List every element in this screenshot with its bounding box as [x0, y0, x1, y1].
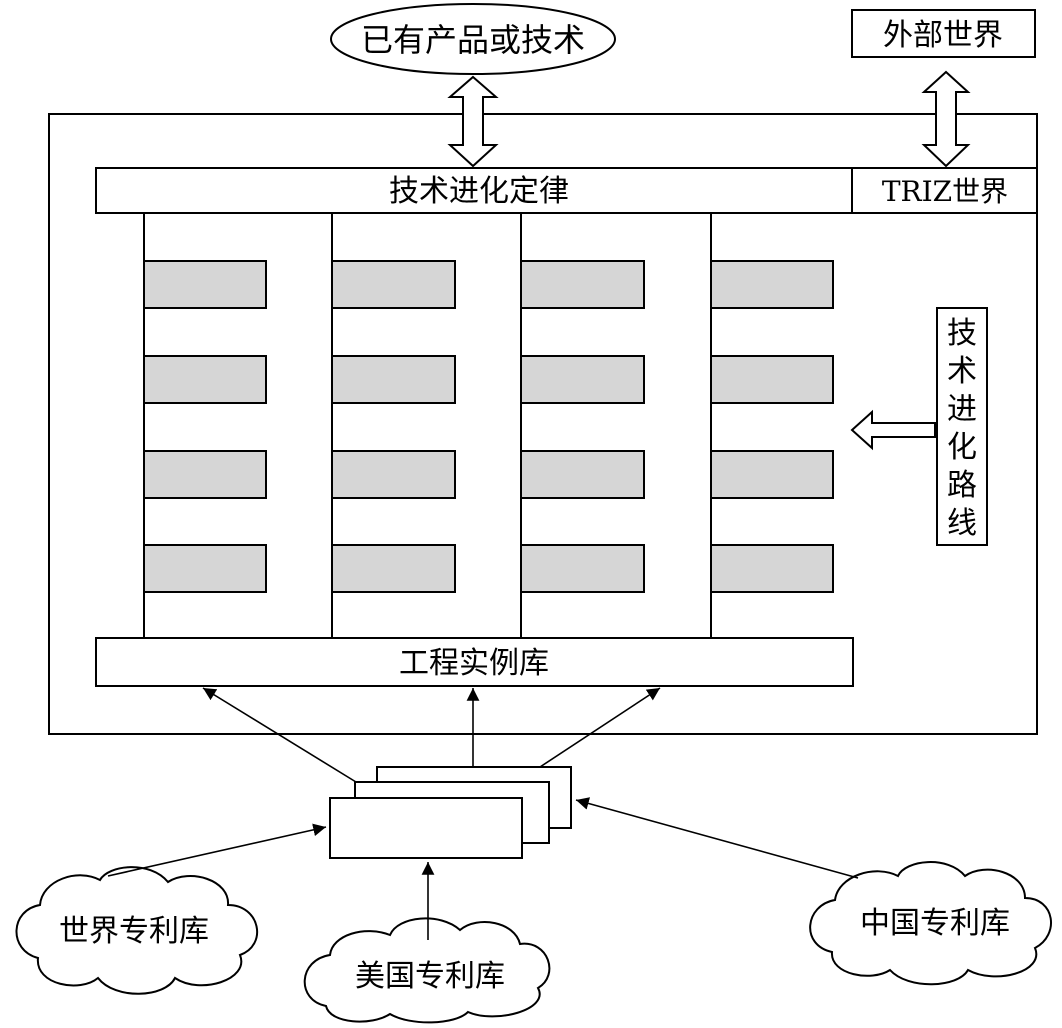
evolution-block [520, 355, 645, 404]
cloud-world-patents [15, 866, 258, 995]
evolution-block [331, 355, 456, 404]
route-char: 化 [947, 430, 977, 465]
route-char: 术 [947, 354, 977, 389]
case-library-label: 工程实例库 [399, 646, 549, 681]
double-arrow-outside [921, 70, 971, 168]
case-library-bar [95, 637, 854, 687]
evolution-laws-bar [95, 167, 853, 214]
evolution-block [710, 450, 834, 499]
arrow-world-to-docs [107, 823, 327, 877]
cloud-cn-patents [809, 861, 1052, 986]
evolution-block [143, 450, 267, 499]
route-char: 路 [947, 468, 977, 503]
world-patents-label: 世界专利库 [59, 914, 209, 949]
evolution-block [710, 355, 834, 404]
patent-doc-front [329, 797, 523, 859]
evolution-block [143, 260, 267, 309]
evolution-block [331, 260, 456, 309]
evolution-block [520, 450, 645, 499]
route-char: 线 [947, 506, 977, 541]
evolution-route-box [936, 307, 988, 546]
route-char: 技 [947, 316, 977, 351]
evolution-block [710, 544, 834, 593]
evolution-laws-label: 技术进化定律 [389, 174, 569, 209]
cn-patents-label: 中国专利库 [860, 906, 1010, 941]
route-left-arrow [850, 409, 936, 451]
evolution-block [331, 544, 456, 593]
triz-world-label: TRIZ世界 [882, 175, 1008, 208]
existing-tech-label: 已有产品或技术 [361, 21, 585, 59]
arrow-to-cases-left [202, 687, 357, 783]
evolution-block [331, 450, 456, 499]
evolution-block [143, 544, 267, 593]
evolution-block [710, 260, 834, 309]
outside-world-box [851, 9, 1036, 58]
cloud-us-patents [303, 917, 551, 1024]
existing-tech-ellipse [330, 3, 616, 75]
evolution-block [520, 260, 645, 309]
evolution-blocks [143, 260, 834, 593]
triz-world-box [851, 167, 1038, 214]
route-char: 进 [947, 392, 977, 427]
evolution-block [143, 355, 267, 404]
us-patents-label: 美国专利库 [355, 959, 505, 994]
arrow-to-cases-right [539, 687, 661, 768]
evolution-block [520, 544, 645, 593]
arrow-cn-to-docs [575, 797, 859, 879]
outside-world-label: 外部世界 [883, 18, 1003, 53]
double-arrow-existing [447, 75, 499, 168]
